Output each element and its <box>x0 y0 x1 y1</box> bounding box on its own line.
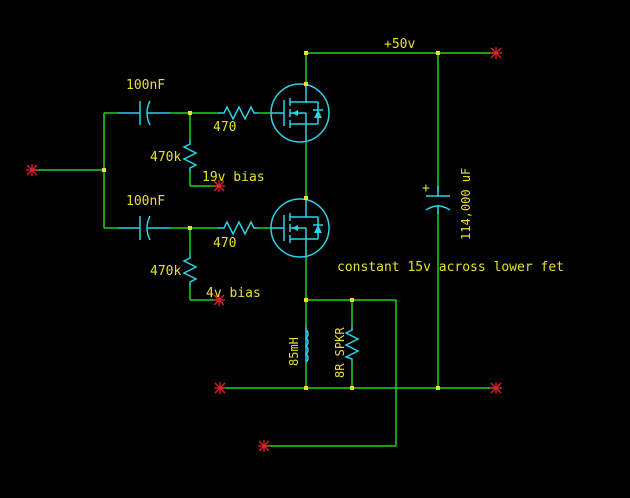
terminal-input <box>26 164 38 176</box>
terminal-ground-left <box>214 382 226 394</box>
label-supply: +50v <box>384 37 415 52</box>
inductor-85mh <box>304 326 309 363</box>
label-r470-bottom: 470 <box>213 236 236 251</box>
label-r470k-bottom: 470k <box>150 264 181 279</box>
label-cap-top: 100nF <box>126 78 165 93</box>
terminal-ground-right <box>490 382 502 394</box>
label-bulk-cap: 114,000 uF <box>459 168 473 240</box>
terminal-output <box>258 440 270 452</box>
terminal-supply <box>490 47 502 59</box>
label-plus: + <box>422 181 430 196</box>
terminal-4v-bias <box>213 294 225 306</box>
capacitor-100nf-bottom <box>118 215 170 241</box>
label-speaker: 8R SPKR <box>333 327 347 378</box>
wires <box>32 52 496 447</box>
label-cap-bottom: 100nF <box>126 194 165 209</box>
resistor-470-bottom <box>218 220 258 236</box>
label-bias-top: 19v bias <box>202 170 265 185</box>
resistor-470-top <box>218 105 258 121</box>
junction-dots <box>102 51 440 390</box>
label-r470-top: 470 <box>213 120 236 135</box>
resistor-470k-bottom <box>182 254 198 286</box>
mosfet-bottom <box>270 198 330 258</box>
label-note: constant 15v across lower fet <box>337 260 564 275</box>
resistor-470k-top <box>182 140 198 172</box>
label-r470k-top: 470k <box>150 150 181 165</box>
bulk-capacitor <box>425 186 451 214</box>
mosfet-top <box>270 83 330 143</box>
capacitor-100nf-top <box>118 100 170 126</box>
label-bias-bottom: 4v bias <box>206 286 261 301</box>
label-inductor: 85mH <box>287 337 301 366</box>
speaker-8r <box>344 326 360 362</box>
terminal-19v-bias <box>213 180 225 192</box>
